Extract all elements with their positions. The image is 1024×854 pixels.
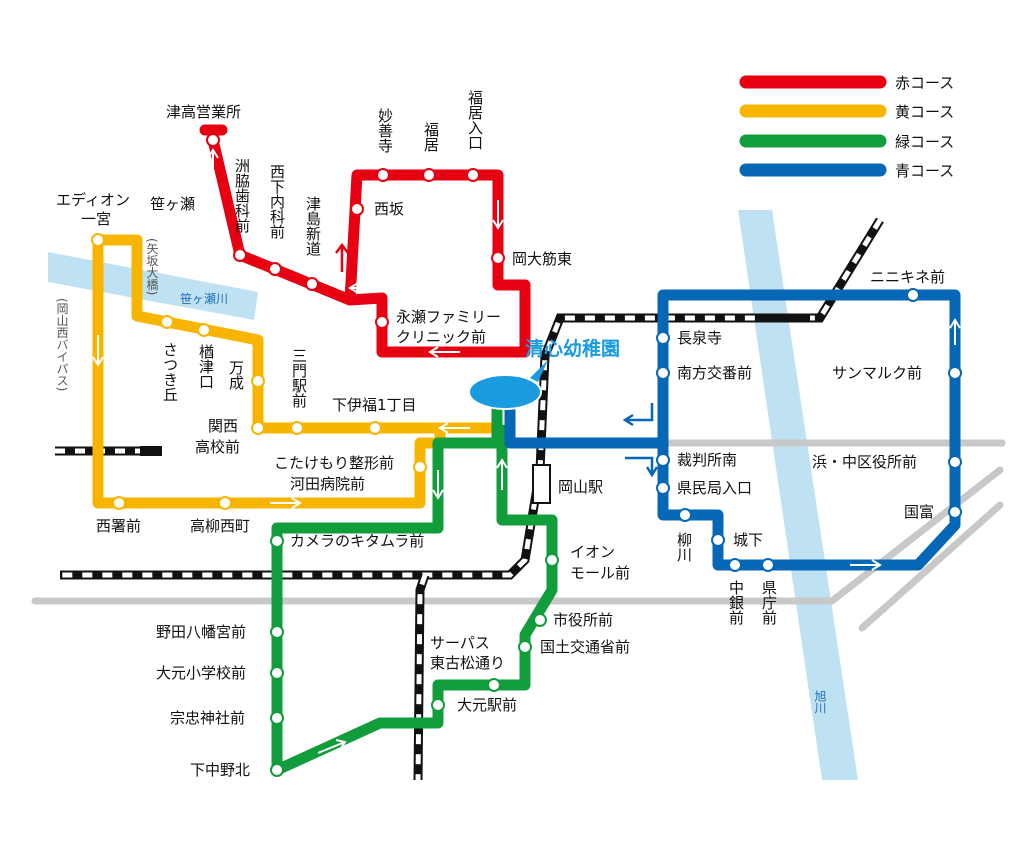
stop-label: 高柳西町 <box>190 517 250 535</box>
sasagase-river-label: 笹ヶ瀬川 <box>180 292 228 306</box>
stop-label: エディオン <box>56 191 130 209</box>
stop-label-vertical: 福居 <box>422 122 440 152</box>
stop-label: 関西 <box>208 417 238 435</box>
stop-label: サンマルク前 <box>832 364 922 382</box>
stop-label: 西署前 <box>96 517 141 535</box>
stop-label-vertical: 西下内科前 <box>268 164 286 240</box>
stop-label: 野田八幡宮前 <box>156 623 246 641</box>
stop-label: ニニキネ前 <box>870 268 945 286</box>
stop-label: 笹ヶ瀬 <box>150 195 195 213</box>
stop-label: 宗忠神社前 <box>170 709 245 727</box>
stop-label-vertical: 洲脇歯科前 <box>233 158 251 234</box>
bypass-label: (岡山西バイパス) <box>55 298 69 391</box>
stop-label: こたけもり整形前 <box>274 454 394 472</box>
stop-label: 下中野北 <box>190 761 250 779</box>
stop-label-vertical: 楢津口 <box>197 344 215 389</box>
legend-red: 赤コース <box>895 74 954 92</box>
kindergarten-marker <box>468 374 542 410</box>
stop-label: 長泉寺 <box>677 329 722 347</box>
stop-label: サーパス <box>430 634 490 652</box>
direction-arrows <box>92 148 961 754</box>
red-arrow-icon <box>335 242 349 272</box>
stop-label-vertical: 津島新道 <box>304 196 322 256</box>
legend-yellow: 黄コース <box>895 103 954 121</box>
blue-arrow-icon <box>622 403 654 427</box>
stop-label-vertical: 県庁前 <box>760 580 778 626</box>
stop-label: モール前 <box>570 564 630 582</box>
stop-label: 津高営業所 <box>166 103 241 121</box>
kindergarten-pointer <box>530 360 548 382</box>
stop-label: 国土交通省前 <box>540 638 630 656</box>
stop-label-vertical: 中銀前 <box>727 580 745 626</box>
stop-label: 裁判所南 <box>677 451 737 469</box>
yasaka-bridge-label: (矢坂大橋) <box>145 238 159 295</box>
stop-label: 市役所前 <box>553 611 613 629</box>
stop-label: 西坂 <box>374 200 404 218</box>
stop-label: 下伊福1丁目 <box>332 396 417 414</box>
stop-label: 一宮 <box>81 210 111 228</box>
blue-course <box>504 289 961 571</box>
stop-label: カメラのキタムラ前 <box>290 532 424 550</box>
stop-label-vertical: さつき丘 <box>161 342 179 402</box>
stop-label: 国富 <box>904 503 934 521</box>
stop-label: 大元小学校前 <box>156 664 246 682</box>
stop-label-vertical: 三門駅前 <box>290 348 308 409</box>
stop-label-vertical: 万成 <box>227 360 245 391</box>
okayama-station-marker <box>532 464 551 504</box>
stop-label: 永瀬ファミリー <box>396 308 501 326</box>
stop-label: 南方交番前 <box>677 364 752 382</box>
stop-label: クリニック前 <box>396 328 486 346</box>
stop-label: 城下 <box>733 531 763 549</box>
okayama-station-label: 岡山駅 <box>558 478 603 496</box>
stop-label-vertical: 妙善寺 <box>376 108 394 153</box>
legend: 赤コース 黄コース 緑コース 青コース <box>739 74 954 180</box>
stop-label: 岡大筋東 <box>512 250 572 268</box>
stop-label-vertical: 柳川 <box>675 532 693 562</box>
kindergarten-label: 清心幼稚園 <box>525 337 620 360</box>
stop-label: 大元駅前 <box>457 696 517 714</box>
stop-label: 浜・中区役所前 <box>812 453 917 471</box>
blue-arrow-icon-2 <box>625 456 659 478</box>
legend-blue: 青コース <box>895 162 954 180</box>
stop-label: イオン <box>570 543 615 561</box>
stop-label: 東古松通り <box>430 654 505 672</box>
legend-green: 緑コース <box>895 133 954 151</box>
stop-label: 県民局入口 <box>677 479 752 497</box>
stop-markers <box>91 133 962 777</box>
stop-label-vertical: 福居入口 <box>466 90 484 150</box>
stop-label: 高校前 <box>195 438 240 456</box>
asahi-river <box>738 210 858 780</box>
stop-label: 河田病院前 <box>290 475 365 493</box>
asahi-river-label: 旭川 <box>813 690 827 714</box>
